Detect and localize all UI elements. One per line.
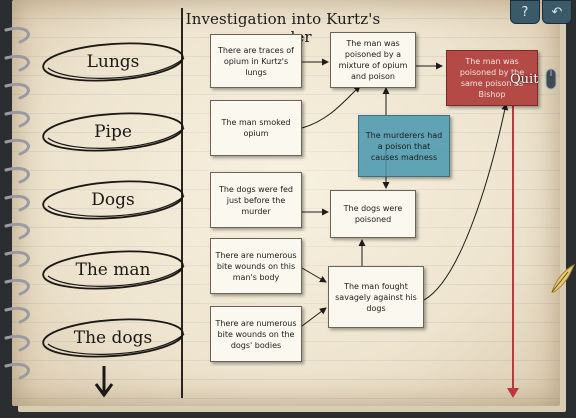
feather-quill-icon[interactable] bbox=[548, 262, 576, 296]
card-text: The man was poisoned by a mixture of opi… bbox=[338, 39, 408, 81]
card-text: The man was poisoned by the same poison … bbox=[459, 57, 525, 99]
scroll-down-arrow-icon[interactable] bbox=[93, 364, 115, 398]
back-arrow-icon: ↶ bbox=[551, 4, 563, 20]
card-bite-dogs[interactable]: There are numerous bite wounds on the do… bbox=[210, 306, 302, 362]
red-arrowhead-icon bbox=[507, 388, 519, 398]
red-timeline bbox=[512, 96, 514, 396]
topic-label: The dogs bbox=[73, 328, 153, 348]
card-smoked-opium[interactable]: The man smoked opium bbox=[210, 100, 302, 156]
card-poisoned-mixture[interactable]: The man was poisoned by a mixture of opi… bbox=[330, 32, 416, 88]
card-dogs-fed[interactable]: The dogs were fed just before the murder bbox=[210, 172, 302, 228]
card-text: The dogs were poisoned bbox=[343, 204, 403, 224]
card-text: There are traces of opium in Kurtz's lun… bbox=[217, 45, 294, 77]
topic-label: Lungs bbox=[86, 52, 140, 72]
scribble-circle-icon bbox=[42, 42, 185, 82]
card-murderers-poison[interactable]: The murderers had a poison that causes m… bbox=[358, 115, 450, 177]
card-dogs-poisoned[interactable]: The dogs were poisoned bbox=[330, 190, 416, 238]
mouse-icon bbox=[545, 68, 557, 90]
card-bite-man[interactable]: There are numerous bite wounds on this m… bbox=[210, 238, 302, 294]
quit-button[interactable]: Quit bbox=[510, 72, 539, 87]
card-fought-dogs[interactable]: The man fought savagely against his dogs bbox=[328, 266, 424, 328]
card-text: The man fought savagely against his dogs bbox=[335, 281, 417, 313]
topic-pipe[interactable]: Pipe bbox=[38, 110, 188, 154]
card-text: The dogs were fed just before the murder bbox=[218, 184, 294, 216]
question-icon: ? bbox=[521, 4, 529, 20]
back-button[interactable]: ↶ bbox=[542, 0, 572, 24]
scribble-circle-icon bbox=[42, 112, 185, 152]
help-button[interactable]: ? bbox=[510, 0, 540, 24]
topic-label: The man bbox=[75, 260, 151, 280]
topic-label: Pipe bbox=[94, 122, 132, 142]
card-poisoned-bishop[interactable]: The man was poisoned by the same poison … bbox=[446, 50, 538, 106]
card-text: The man smoked opium bbox=[221, 118, 291, 138]
card-text: The murderers had a poison that causes m… bbox=[365, 130, 443, 162]
card-opium-lungs[interactable]: There are traces of opium in Kurtz's lun… bbox=[210, 34, 302, 88]
topic-the-dogs[interactable]: The dogs bbox=[38, 316, 188, 360]
topic-lungs[interactable]: Lungs bbox=[38, 40, 188, 84]
topic-dogs[interactable]: Dogs bbox=[38, 178, 188, 222]
card-text: There are numerous bite wounds on this m… bbox=[215, 250, 297, 282]
notebook-spiral bbox=[4, 27, 30, 380]
scribble-circle-icon bbox=[42, 250, 185, 290]
scribble-circle-icon bbox=[42, 318, 185, 358]
topic-the-man[interactable]: The man bbox=[38, 248, 188, 292]
scribble-circle-icon bbox=[42, 180, 185, 220]
card-text: There are numerous bite wounds on the do… bbox=[215, 318, 297, 350]
topic-label: Dogs bbox=[91, 190, 135, 210]
margin-line bbox=[181, 8, 183, 398]
